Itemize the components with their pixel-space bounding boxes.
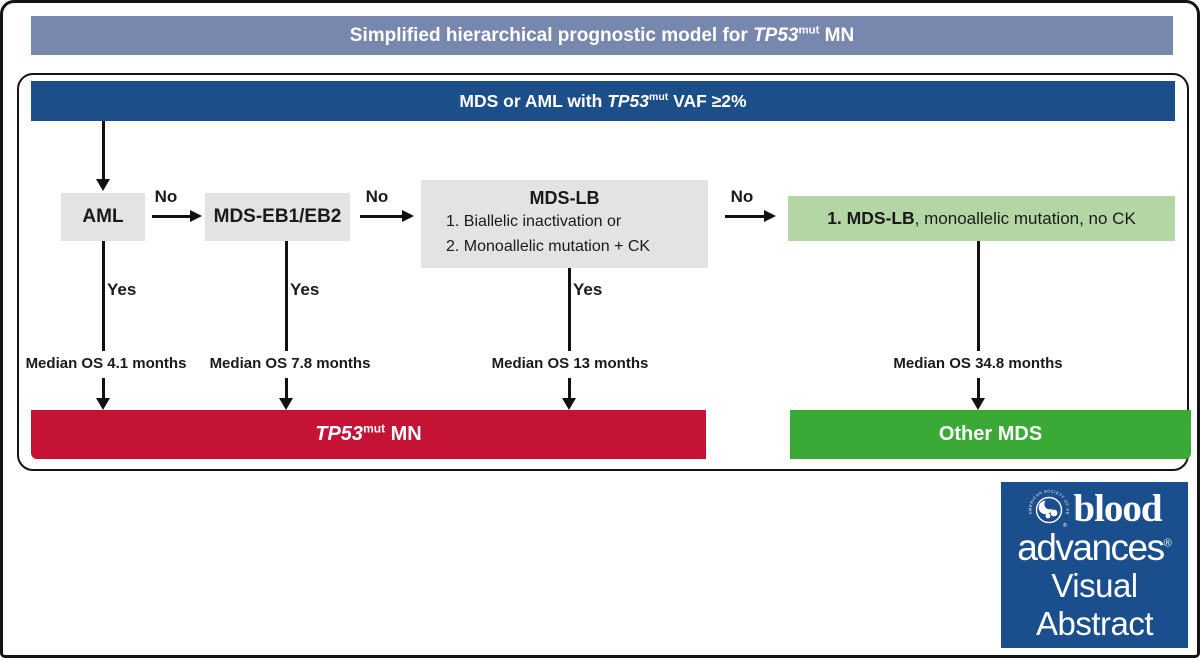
flowchart-panel: MDS or AML with TP53mut VAF ≥2% AML No M… [17, 73, 1191, 471]
logo-advances-text: advances® [1017, 527, 1172, 568]
outcome-bar-other-mds-label: Other MDS [938, 423, 1043, 445]
arrowhead-aml-to-red [96, 398, 110, 410]
arrow-root-to-aml [102, 121, 105, 181]
node-mds-lb-item-2: 2. Monoallelic mutation + CK [446, 238, 651, 255]
blood-advances-logo: AMERICAN SOCIETY OF HEMATOLOGY ® blood a… [1001, 482, 1188, 648]
arrow-aml-to-red [102, 378, 105, 400]
arrow-lb-to-mono [725, 215, 765, 218]
arrowhead-lb-to-red [562, 398, 576, 410]
outcome-bar-tp53-mn-label: TP53mut MN [315, 421, 422, 445]
logo-visual-text: Visual [1051, 567, 1138, 604]
arrow-eb-to-red [285, 378, 288, 400]
node-aml-label: AML [82, 206, 124, 227]
arrowhead-eb-to-lb [402, 210, 414, 222]
arrowhead-root-to-aml [96, 179, 110, 191]
ash-society-icon: AMERICAN SOCIETY OF HEMATOLOGY ® [1027, 486, 1069, 529]
arrow-eb-to-lb [360, 215, 403, 218]
node-mds-eb-label: MDS-EB1/EB2 [213, 206, 342, 227]
arrowhead-lb-to-mono [764, 210, 776, 222]
arrowhead-aml-to-eb [190, 210, 202, 222]
root-node: MDS or AML with TP53mut VAF ≥2% [31, 81, 1175, 121]
root-node-label: MDS or AML with TP53mut VAF ≥2% [459, 90, 747, 111]
arrowhead-eb-to-red [279, 398, 293, 410]
outcome-bar-other-mds: Other MDS [790, 410, 1191, 459]
logo-brand-row: AMERICAN SOCIETY OF HEMATOLOGY ® blood [1001, 486, 1188, 530]
svg-text:®: ® [1063, 522, 1067, 529]
edge-line-mono-down [977, 241, 980, 351]
edge-yes-1: Yes [107, 280, 137, 299]
node-mds-lb-monoallelic-label: 1. MDS-LB, monoallelic mutation, no CK [827, 208, 1136, 228]
outcome-bar-tp53-mn: TP53mut MN [31, 410, 706, 459]
median-os-lb: Median OS 13 months [491, 355, 649, 372]
title-text: Simplified hierarchical prognostic model… [349, 24, 855, 46]
node-mds-lb: MDS-LB 1. Biallelic inactivation or 2. M… [421, 180, 708, 268]
arrowhead-mono-to-green [971, 398, 985, 410]
median-os-mono: Median OS 34.8 months [893, 355, 1063, 372]
edge-no-3: No [730, 187, 754, 206]
edge-yes-2: Yes [290, 280, 320, 299]
registered-mark-icon: ® [1163, 537, 1172, 550]
node-mds-lb-monoallelic: 1. MDS-LB, monoallelic mutation, no CK [788, 196, 1175, 241]
logo-blood-text: blood [1073, 486, 1162, 530]
node-aml: AML [61, 193, 145, 241]
node-mds-lb-title: MDS-LB [529, 188, 600, 208]
edge-no-1: No [154, 187, 178, 206]
arrow-aml-to-eb [152, 215, 191, 218]
logo-abstract-text: Abstract [1035, 605, 1154, 642]
edge-yes-3: Yes [573, 280, 603, 299]
median-os-aml: Median OS 4.1 months [25, 355, 187, 372]
title-banner: Simplified hierarchical prognostic model… [31, 16, 1173, 55]
edge-line-lb-down [568, 268, 571, 351]
node-mds-eb: MDS-EB1/EB2 [205, 193, 350, 241]
arrow-lb-to-red [568, 378, 571, 400]
edge-no-2: No [365, 187, 389, 206]
median-os-eb: Median OS 7.8 months [209, 355, 371, 372]
edge-line-aml-down [102, 241, 105, 351]
node-mds-lb-item-1: 1. Biallelic inactivation or [446, 213, 622, 230]
edge-line-eb-down [285, 241, 288, 351]
arrow-mono-to-green [977, 378, 980, 400]
